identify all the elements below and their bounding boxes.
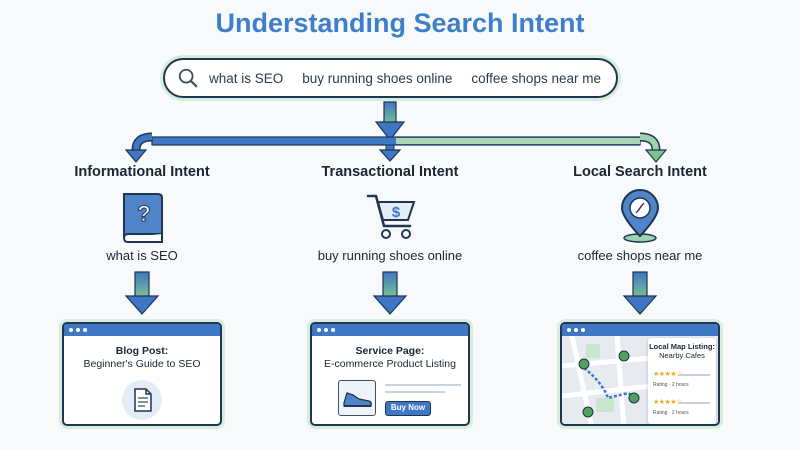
buy-now-button[interactable]: Buy Now — [385, 401, 431, 416]
map-listing-title: Local Map Listing: — [649, 342, 715, 351]
map-listing-panel: Local Map Listing: Nearby Cafes ★★★★☆ Ra… — [648, 338, 716, 424]
branch-arrow-center — [378, 144, 402, 162]
map-pin-icon — [578, 358, 590, 370]
branch-bar — [151, 136, 641, 146]
intent-query: buy running shoes online — [317, 248, 463, 263]
document-icon — [122, 380, 162, 420]
intent-transactional: Transactional Intent — [270, 164, 510, 180]
map-pin-icon — [618, 350, 630, 362]
browser-bar — [312, 324, 468, 336]
search-icon — [178, 68, 198, 88]
intent-query: what is SEO — [106, 248, 178, 263]
card-heading: Blog Post: — [115, 345, 169, 357]
map-listing-subtitle: Nearby Cafes — [659, 351, 705, 360]
down-arrow-transactional — [372, 271, 408, 315]
text-line — [385, 384, 461, 386]
result-card-service: Service Page: E-commerce Product Listing… — [310, 322, 470, 426]
svg-text:?: ? — [137, 201, 150, 226]
search-query-transactional: buy running shoes online — [302, 70, 453, 86]
main-down-arrow — [374, 101, 406, 141]
intent-informational-query-wrap: what is SEO — [22, 248, 262, 263]
page-title: Understanding Search Intent — [215, 8, 585, 38]
card-subtitle: E-commerce Product Listing — [324, 358, 456, 370]
down-arrow-informational — [124, 271, 160, 315]
shoe-image — [338, 380, 376, 416]
branch-arrow-left — [124, 132, 153, 163]
svg-text:$: $ — [392, 204, 401, 221]
intent-local-query-wrap: coffee shops near me — [520, 248, 760, 263]
search-bar[interactable]: what is SEO buy running shoes online cof… — [163, 58, 618, 98]
text-line — [678, 374, 710, 376]
browser-bar — [64, 324, 220, 336]
text-line — [385, 391, 445, 393]
text-line — [678, 402, 710, 404]
shopping-cart-icon: $ — [362, 188, 422, 246]
star-rating: ★★★★☆ — [653, 371, 682, 378]
intent-title: Local Search Intent — [573, 164, 707, 180]
browser-bar — [562, 324, 718, 336]
rating-text: Rating · 2 hours — [653, 410, 689, 416]
result-card-map: Local Map Listing: Nearby Cafes ★★★★☆ Ra… — [560, 322, 720, 426]
question-book-icon: ? — [114, 188, 174, 246]
intent-transactional-query-wrap: buy running shoes online — [270, 248, 510, 263]
star-rating: ★★★★☆ — [653, 399, 682, 406]
result-card-blog: Blog Post: Beginner's Guide to SEO — [62, 322, 222, 426]
card-heading: Service Page: — [355, 345, 425, 357]
card-subtitle: Beginner's Guide to SEO — [83, 358, 201, 370]
rating-text: Rating · 2 hours — [653, 382, 689, 388]
search-query-informational: what is SEO — [209, 70, 284, 86]
branch-arrow-right — [639, 132, 668, 163]
intent-informational: Informational Intent — [22, 164, 262, 180]
down-arrow-local — [622, 271, 658, 315]
shoe-icon — [343, 392, 372, 407]
intent-title: Transactional Intent — [321, 164, 459, 180]
map-pin-icon — [628, 392, 640, 404]
intent-query: coffee shops near me — [577, 248, 703, 263]
search-query-local: coffee shops near me — [471, 70, 601, 86]
intent-title: Informational Intent — [74, 164, 210, 180]
intent-local: Local Search Intent — [520, 164, 760, 180]
map-pin-compass-icon — [610, 188, 670, 246]
map-pin-icon — [582, 406, 594, 418]
